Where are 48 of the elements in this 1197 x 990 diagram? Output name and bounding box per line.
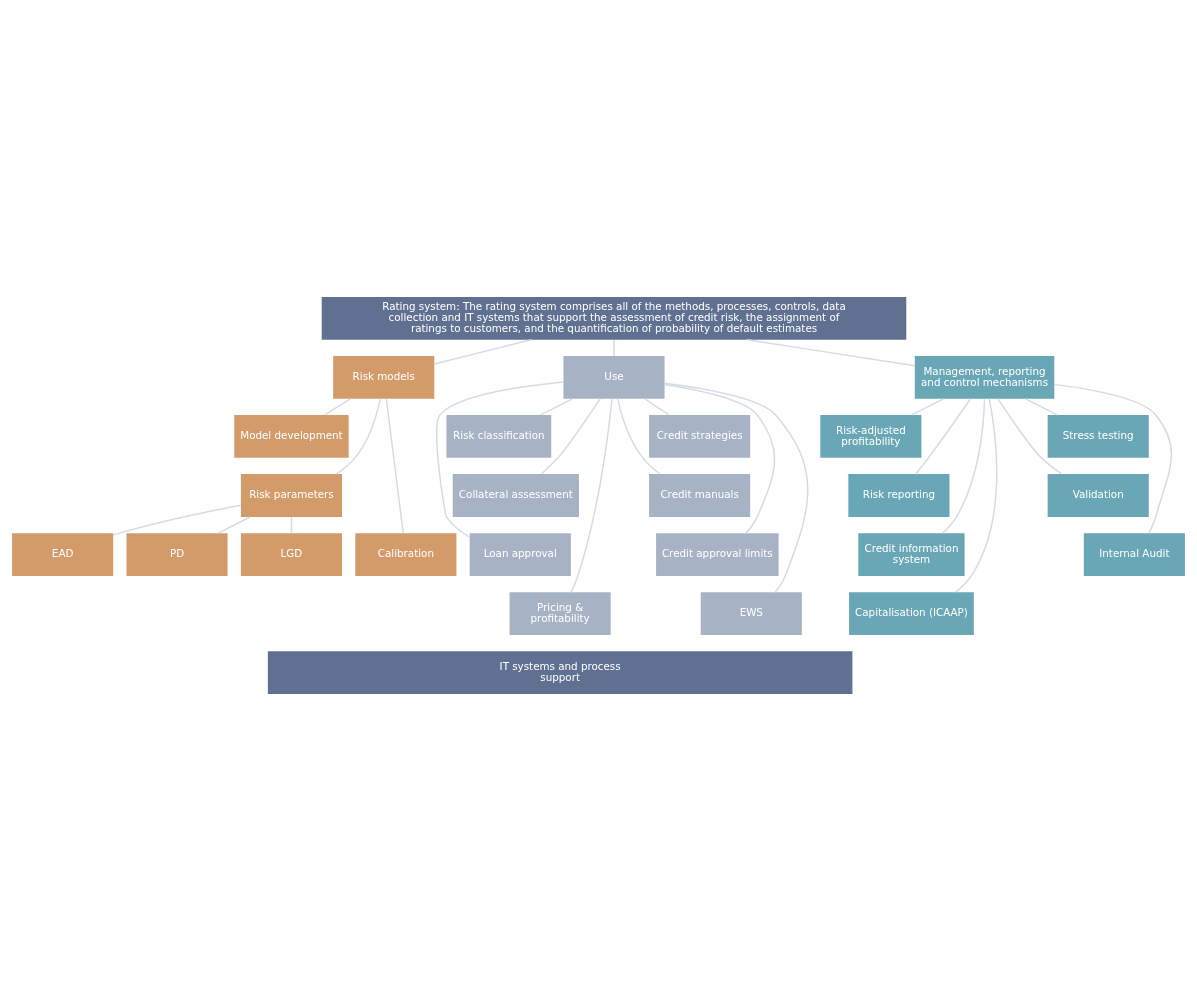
- node-box: Loan approval: [469, 532, 571, 576]
- connector: [954, 397, 998, 593]
- node-box: Credit information system: [858, 532, 965, 576]
- connector: [433, 338, 532, 365]
- connector: [997, 397, 1063, 475]
- connector: [323, 397, 352, 416]
- connector: [663, 381, 809, 593]
- connector: [1053, 383, 1173, 534]
- node-box: Risk classification: [446, 414, 552, 458]
- node-box: Capitalisation (ICAAP): [849, 591, 974, 635]
- node-box: EWS: [700, 591, 802, 635]
- node-box: Pricing & profitability: [509, 591, 611, 635]
- node-box: Calibration: [355, 532, 457, 576]
- node-box: Collateral assessment: [452, 473, 579, 517]
- node-box: IT systems and process support: [267, 650, 853, 694]
- node-box: Validation: [1047, 473, 1149, 517]
- connector: [217, 515, 251, 534]
- node-box: Stress testing: [1047, 414, 1149, 458]
- node-box: Use: [563, 355, 665, 399]
- connector: [746, 338, 916, 367]
- node-box: Management, reporting and control mechanisms: [914, 355, 1055, 399]
- node-box: Credit strategies: [649, 414, 751, 458]
- node-box: Model development: [234, 414, 349, 458]
- node-box: PD: [126, 532, 228, 576]
- connector: [385, 397, 404, 534]
- connector: [540, 397, 601, 475]
- node-box: LGD: [240, 532, 342, 576]
- connector: [570, 397, 613, 593]
- node-box: Risk parameters: [240, 473, 342, 517]
- node-box: Risk models: [333, 355, 435, 399]
- connector: [911, 397, 945, 416]
- node-box: Credit manuals: [649, 473, 751, 517]
- connector: [436, 380, 565, 538]
- connector: [644, 397, 670, 416]
- node-box: Risk-adjusted profitability: [820, 414, 922, 458]
- node-box: EAD: [12, 532, 114, 576]
- connector: [112, 503, 242, 536]
- connector: [915, 397, 972, 475]
- connector: [663, 383, 776, 534]
- connector: [616, 397, 661, 475]
- connector: [539, 397, 574, 416]
- connector: [335, 397, 381, 475]
- connector: [1024, 397, 1058, 416]
- node-box: Internal Audit: [1083, 532, 1185, 576]
- node-box: Risk reporting: [848, 473, 950, 517]
- connector: [941, 397, 986, 534]
- node-box: Rating system: The rating system comprises all of the methods, processes, controls, data collection and IT systems that support the assessment of credit risk, the assignment of ratings to customers, and the quantification of probability of default estimates: [321, 296, 907, 340]
- node-box: Credit approval limits: [656, 532, 779, 576]
